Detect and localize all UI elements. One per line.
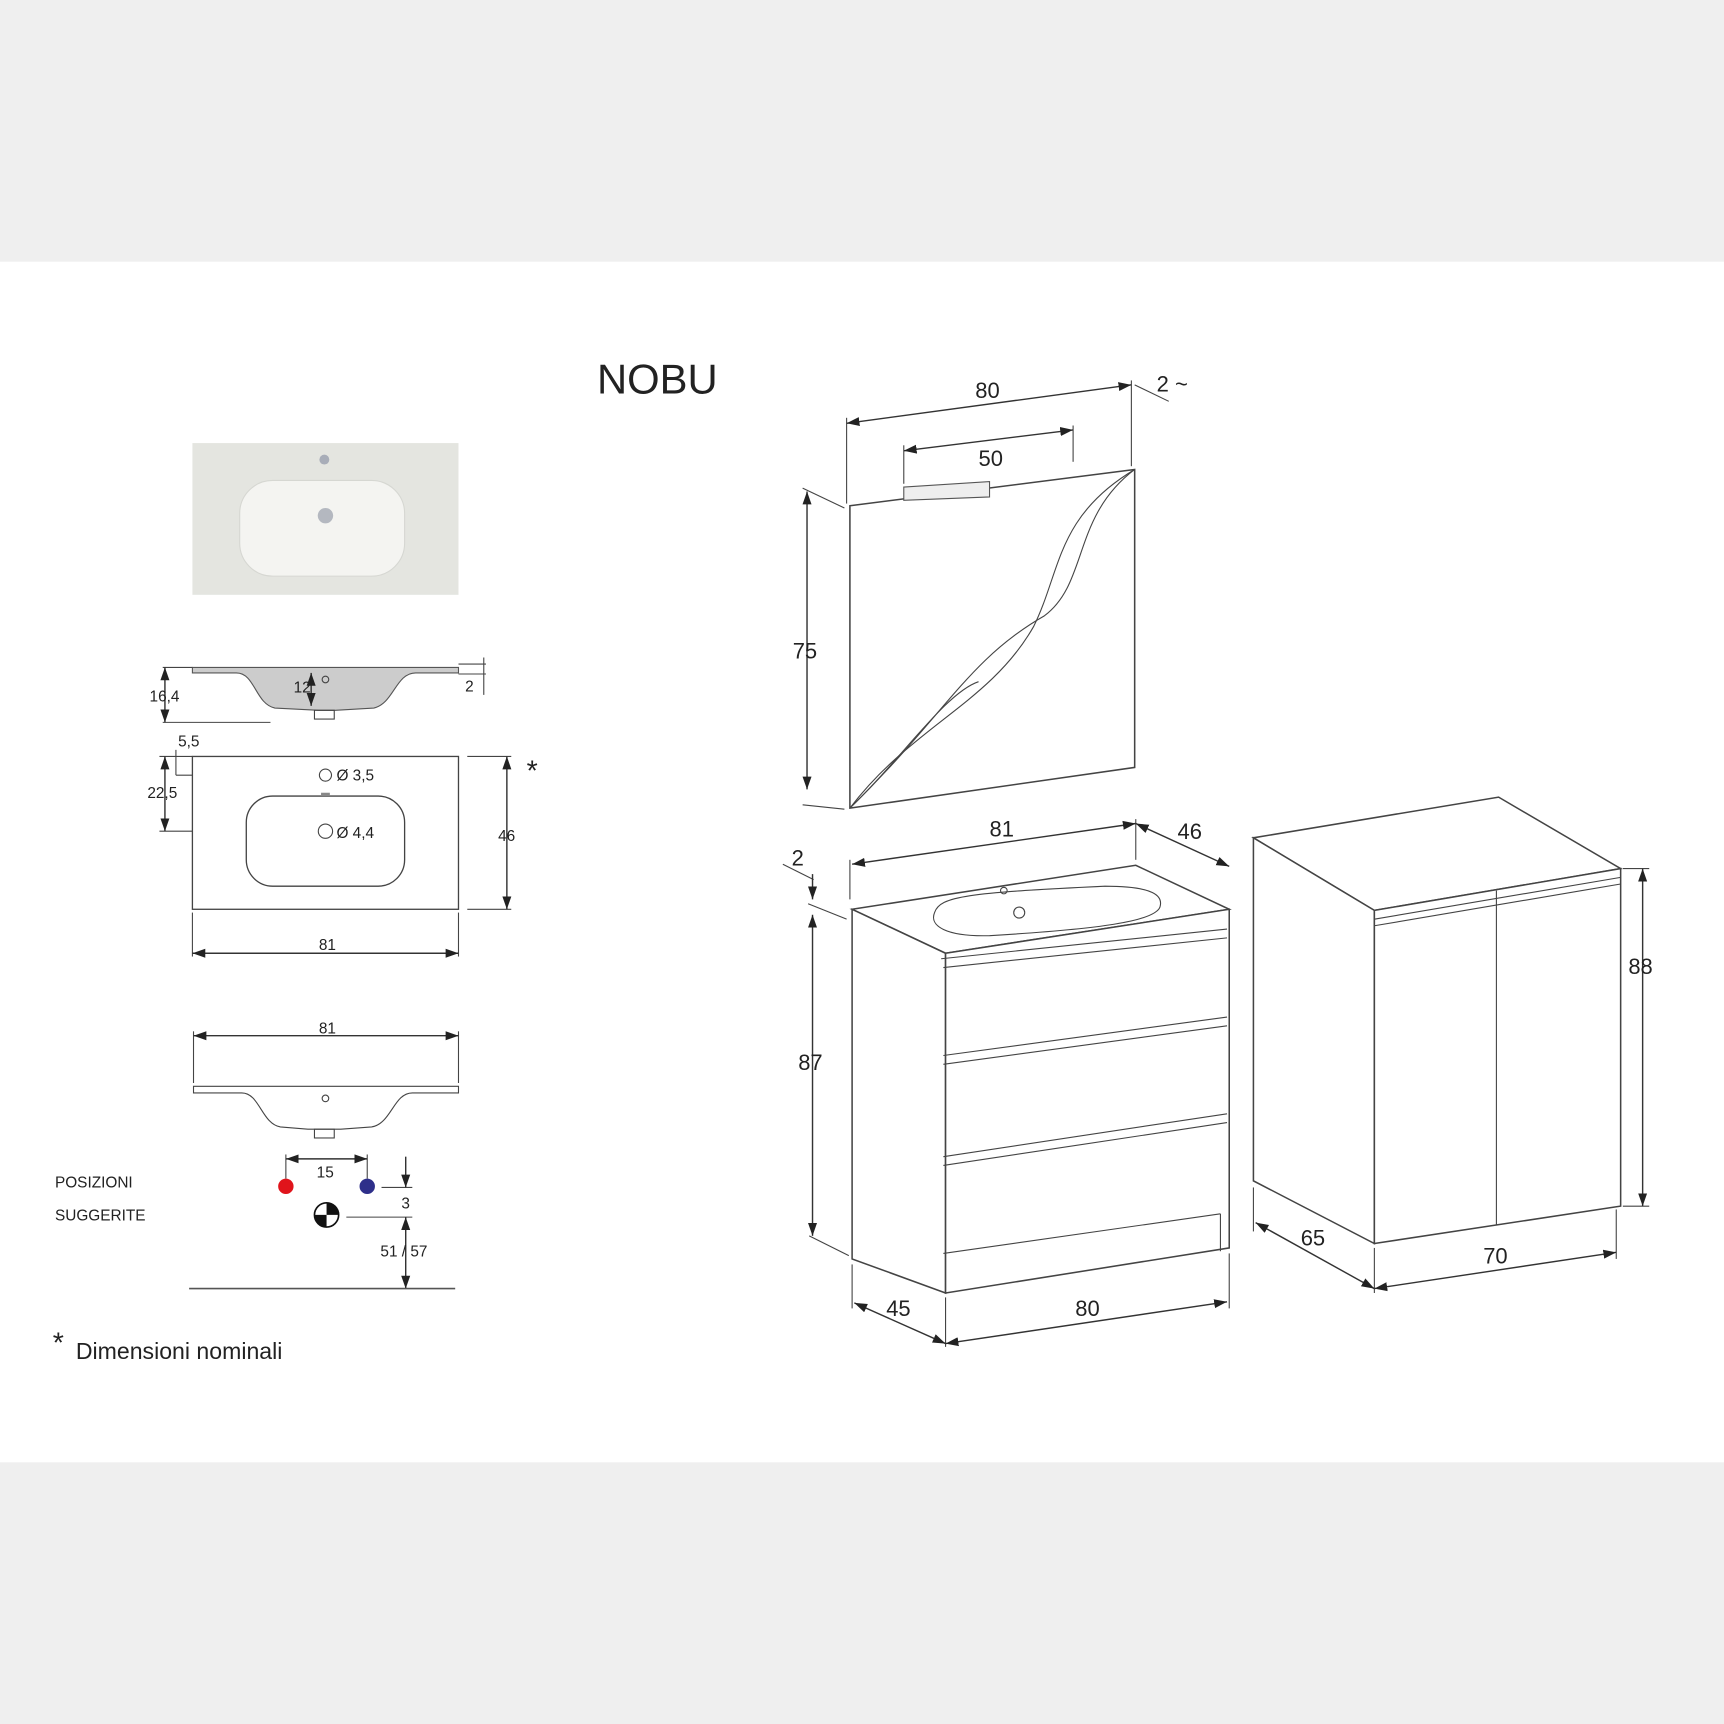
dim-mirror-height: 75 <box>793 639 817 664</box>
footnote-marker: * <box>53 1327 64 1359</box>
cabinet-drawing <box>1251 796 1650 1293</box>
dim-hookup-offset: 3 <box>401 1195 410 1212</box>
dim-cabinet-width: 70 <box>1483 1243 1507 1268</box>
dim-basin-depth: 46 <box>498 828 515 845</box>
basin-plan-view <box>159 749 512 958</box>
dim-basin-width-lower: 81 <box>319 1021 336 1038</box>
hookup-diagram <box>189 1154 456 1290</box>
drain-symbol-icon <box>313 1202 340 1228</box>
dim-cabinet-depth: 65 <box>1301 1226 1325 1251</box>
hookup-label-line2: SUGGERITE <box>55 1207 146 1224</box>
dim-hookup-spacing: 15 <box>317 1165 334 1182</box>
dim-tap-offset: 5,5 <box>178 734 199 751</box>
top-band <box>0 0 1724 262</box>
dim-rim: 2 <box>465 679 474 696</box>
nominal-marker: * <box>527 756 538 788</box>
dim-vanity-top-depth: 46 <box>1178 819 1202 844</box>
vanity-drawing <box>782 819 1232 1347</box>
basin-side-profile <box>160 657 486 723</box>
hookup-label-line1: POSIZIONI <box>55 1174 133 1191</box>
dim-vanity-depth: 45 <box>886 1296 910 1321</box>
drain-hole-label: Ø 4,4 <box>336 825 374 842</box>
dim-cabinet-height: 88 <box>1628 954 1652 979</box>
dim-basin-width: 81 <box>319 937 336 954</box>
dim-mirror-depth: 2 ~ <box>1157 371 1188 396</box>
product-title: NOBU <box>597 356 718 403</box>
dim-vanity-height: 87 <box>798 1050 822 1075</box>
dim-vanity-width: 80 <box>1075 1296 1099 1321</box>
mirror-drawing <box>802 380 1169 810</box>
dim-lamp-width: 50 <box>979 446 1003 471</box>
dim-profile-height: 16,4 <box>150 688 180 705</box>
dim-drain-offset: 22,5 <box>147 785 177 802</box>
tap-hole-label: Ø 3,5 <box>336 768 374 785</box>
dim-hookup-height: 51 / 57 <box>380 1244 427 1261</box>
cold-water-dot <box>359 1178 375 1195</box>
dim-vanity-top-thickness: 2 <box>792 845 804 870</box>
dim-bowl-depth: 12 <box>294 680 311 697</box>
dim-vanity-top-width: 81 <box>990 817 1014 842</box>
hot-water-dot <box>278 1178 294 1195</box>
bottom-band <box>0 1462 1724 1724</box>
footnote-text: Dimensioni nominali <box>76 1338 283 1364</box>
dim-mirror-width: 80 <box>975 378 999 403</box>
basin-front-profile <box>192 1031 460 1139</box>
basin-render <box>192 443 459 595</box>
mirror-lamp <box>903 480 991 501</box>
